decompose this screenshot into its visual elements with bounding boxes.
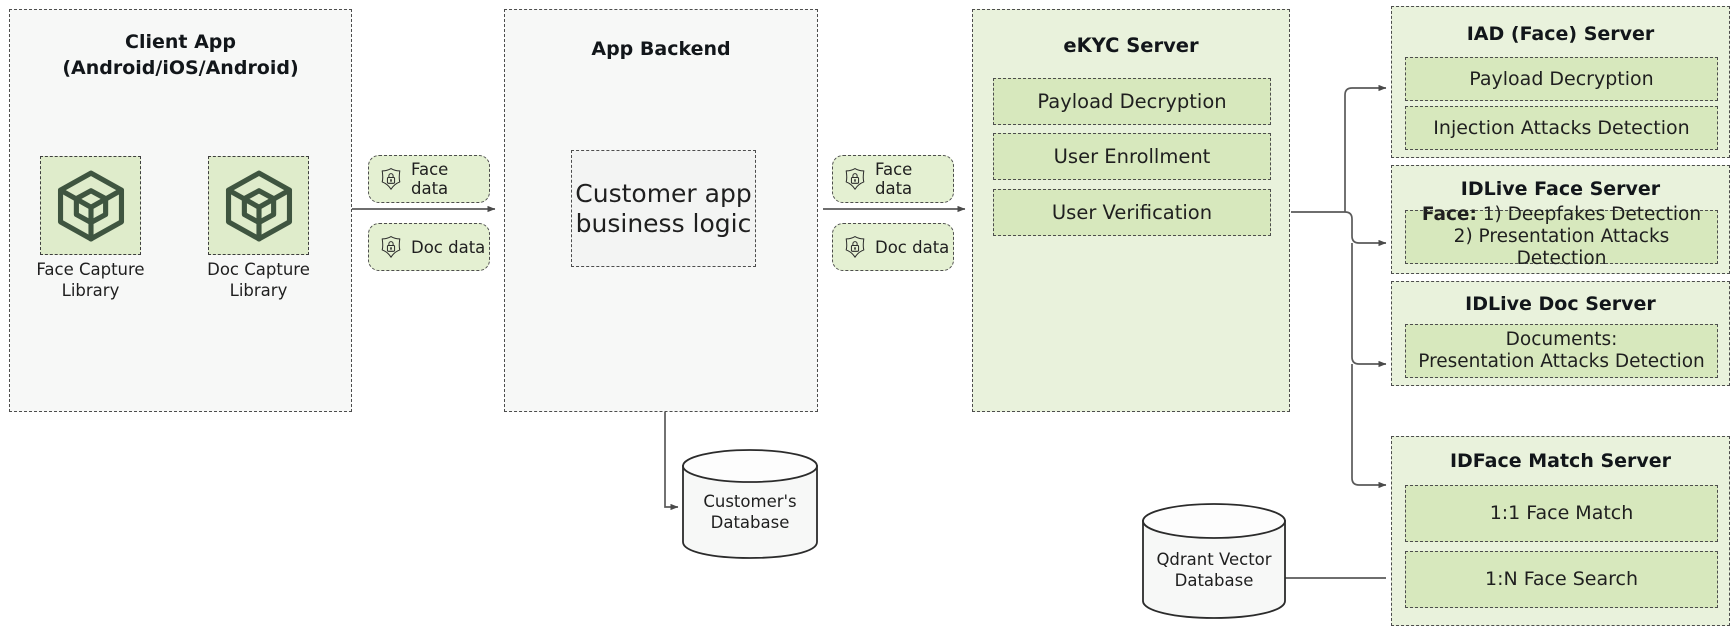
business-logic-line2: business logic [575,208,752,238]
idlive-doc-server-panel: IDLive Doc Server Documents: Presentatio… [1391,281,1730,386]
customer-business-logic-box[interactable]: Customer app business logic [571,150,756,267]
shield-lock-icon [381,236,401,258]
ekyc-row-1-label: User Enrollment [1053,145,1211,168]
shield-lock-icon [845,168,865,190]
iad-row-payload-decryption[interactable]: Payload Decryption [1405,57,1718,101]
wire-branch-idface-match [1351,364,1387,489]
iad-row-0-label: Payload Decryption [1469,67,1654,90]
idlive-face-row-detections[interactable]: Face: 1) Deepfakes Detection 2) Presenta… [1405,204,1718,269]
idlive-face-line1: Face: 1) Deepfakes Detection [1422,204,1701,226]
idface-row-1-n-face-search[interactable]: 1:N Face Search [1405,551,1718,608]
idlive-face-server-title: IDLive Face Server [1460,178,1661,200]
app-backend-title: App Backend [591,38,731,60]
pill-doc-data-left-label: Doc data [411,237,486,257]
face-capture-library-caption: Face Capture Library [20,260,161,301]
idface-match-server-panel: IDFace Match Server 1:1 Face Match 1:N F… [1391,436,1730,626]
iad-row-injection-attacks-detection[interactable]: Injection Attacks Detection [1405,106,1718,150]
face-capture-caption-line1: Face Capture [36,260,145,279]
doc-capture-library-tile[interactable] [208,156,309,255]
idlive-face-rest: 1) Deepfakes Detection [1476,204,1702,226]
pill-face-data-right[interactable]: Face data [832,155,954,203]
cube-icon [57,170,124,241]
shield-lock-icon [845,236,865,258]
idlive-doc-line2: Presentation Attacks Detection [1418,351,1705,372]
face-capture-library-tile[interactable] [40,156,141,255]
business-logic-line1: Customer app [575,179,752,208]
wire-branch-idlive-doc [1351,243,1387,368]
cube-icon [225,170,292,241]
ekyc-server-title: eKYC Server [1063,34,1199,57]
idface-row-1-label: 1:N Face Search [1484,568,1639,591]
pill-face-data-right-label: Face data [875,160,913,198]
ekyc-server-panel: eKYC Server Payload Decryption User Enro… [972,9,1290,412]
client-app-panel: Client App (Android/iOS/Android) Face Ca… [9,9,352,412]
wire-branch-idlive-face [1344,211,1387,247]
ekyc-row-user-enrollment[interactable]: User Enrollment [993,133,1271,180]
doc-capture-library-caption: Doc Capture Library [188,260,329,301]
ekyc-row-2-label: User Verification [1051,201,1213,224]
pill-doc-data-left[interactable]: Doc data [368,223,490,271]
idlive-face-line2: 2) Presentation Attacks Detection [1453,226,1670,269]
idlive-doc-bold: Documents: [1505,329,1618,351]
pill-face-data-left[interactable]: Face data [368,155,490,203]
iad-face-server-panel: IAD (Face) Server Payload Decryption Inj… [1391,6,1730,158]
idface-row-0-label: 1:1 Face Match [1489,502,1634,525]
idlive-face-server-panel: IDLive Face Server Face: 1) Deepfakes De… [1391,165,1730,274]
idlive-face-bold: Face: [1421,204,1477,226]
ekyc-row-user-verification[interactable]: User Verification [993,189,1271,236]
idface-row-1-1-face-match[interactable]: 1:1 Face Match [1405,485,1718,542]
idlive-doc-server-title: IDLive Doc Server [1465,293,1656,315]
wire-branch-iad [1344,84,1387,212]
doc-capture-caption-line2: Library [229,280,288,300]
doc-capture-caption-line1: Doc Capture [207,260,310,279]
qdrant-vector-database[interactable]: Qdrant Vector Database [1140,502,1288,620]
wire-backend-to-customer-db [664,412,679,511]
iad-face-server-title: IAD (Face) Server [1466,23,1655,45]
client-app-title-line1: Client App [125,31,236,53]
face-capture-caption-line2: Library [61,280,120,300]
customer-database[interactable]: Customer's Database [680,448,820,560]
ekyc-row-payload-decryption[interactable]: Payload Decryption [993,78,1271,125]
idlive-doc-row-documents[interactable]: Documents: Presentation Attacks Detectio… [1405,324,1718,378]
idface-match-server-title: IDFace Match Server [1449,450,1672,472]
iad-row-1-label: Injection Attacks Detection [1433,116,1690,139]
database-cylinder-icon [682,449,818,559]
pill-face-data-left-label: Face data [411,160,449,198]
pill-doc-data-right[interactable]: Doc data [832,223,954,271]
app-backend-panel: App Backend Customer app business logic [504,9,818,412]
ekyc-row-0-label: Payload Decryption [1037,90,1227,113]
database-cylinder-icon [1142,503,1286,619]
shield-lock-icon [381,168,401,190]
pill-doc-data-right-label: Doc data [875,237,950,257]
client-app-title: Client App (Android/iOS/Android) [10,30,351,81]
client-app-title-line2: (Android/iOS/Android) [62,56,299,79]
